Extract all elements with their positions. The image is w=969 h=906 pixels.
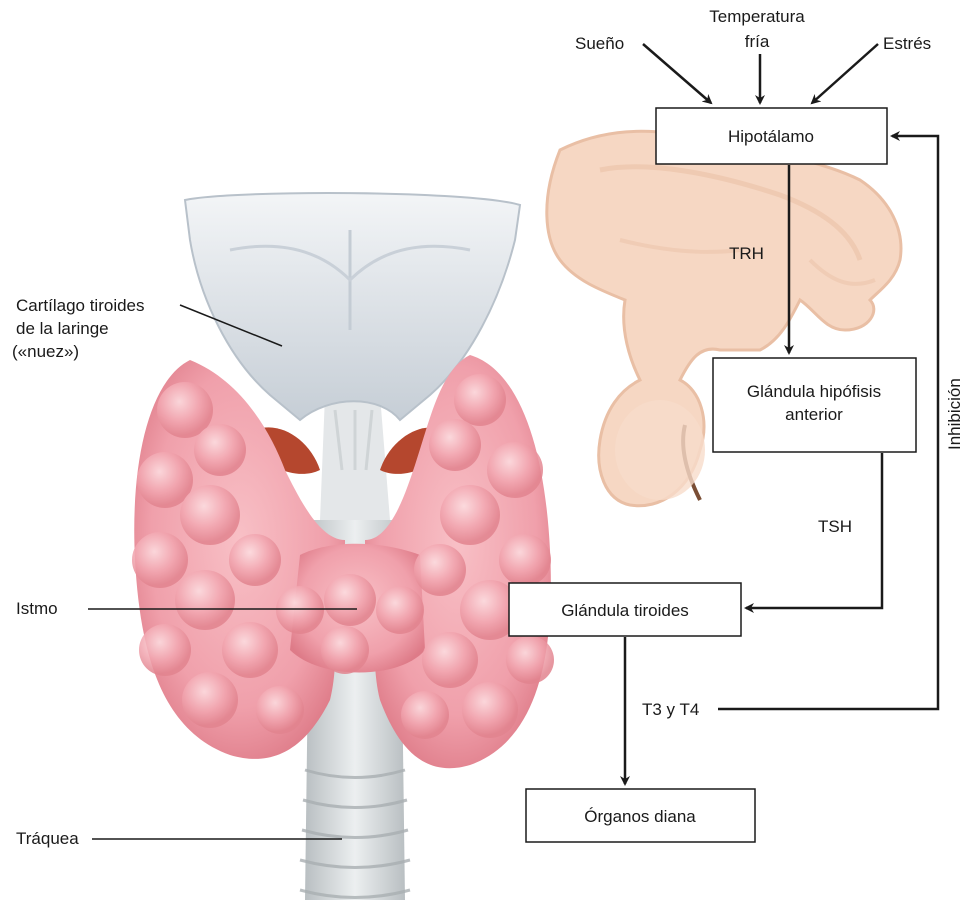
hypothalamus-label: Hipotálamo [728,127,814,146]
cartilage-label-line2: de la laringe [16,319,109,338]
inhibition-label: Inhibición [945,378,964,450]
t3t4-label: T3 y T4 [642,700,699,719]
sleep-arrow [643,44,711,103]
trh-label: TRH [729,244,764,263]
pituitary-label-line1: Glándula hipófisis [747,382,881,401]
isthmus-label: Istmo [16,599,58,618]
stimulus-stress-label: Estrés [883,34,931,53]
stimulus-cold-label-line1: Temperatura [709,7,805,26]
cartilage-label-line3: («nuez») [12,342,79,361]
target-organs-label: Órganos diana [584,807,696,826]
thyroid-box-label: Glándula tiroides [561,601,689,620]
stimulus-cold-label-line2: fría [745,32,770,51]
stress-arrow [812,44,878,103]
tsh-label: TSH [818,517,852,536]
tsh-arrow [746,453,882,608]
pituitary-label-line2: anterior [785,405,843,424]
trachea-label: Tráquea [16,829,79,848]
cartilage-label-line1: Cartílago tiroides [16,296,145,315]
thyroid-illustration [132,193,554,900]
stimulus-sleep-label: Sueño [575,34,624,53]
